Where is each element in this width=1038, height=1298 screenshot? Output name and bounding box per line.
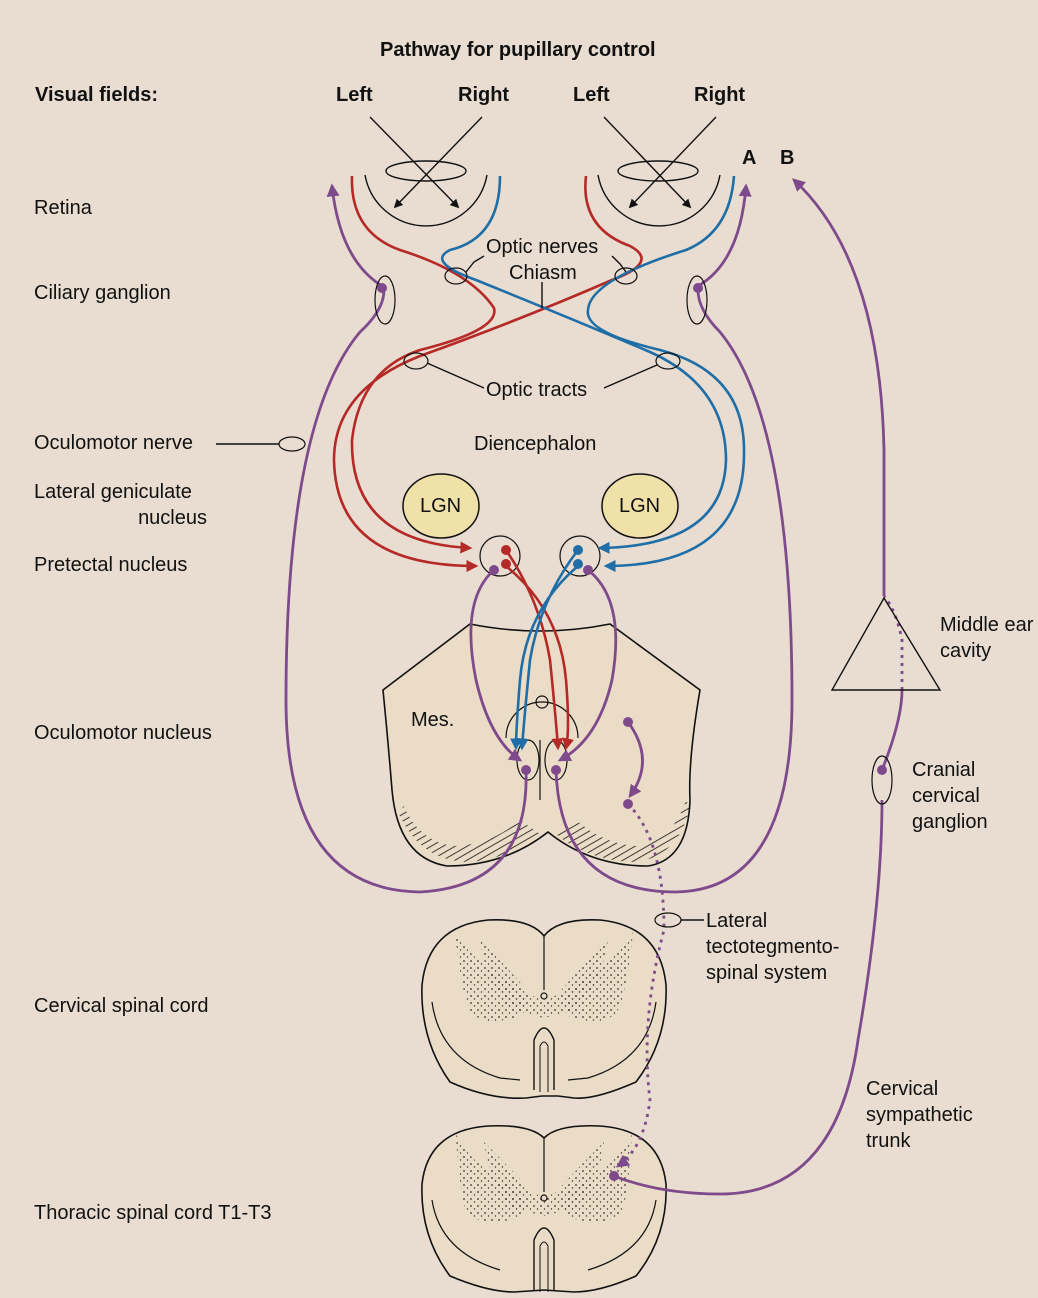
blue-neuron-dots	[573, 545, 583, 569]
label-lateral-line3: spinal system	[706, 962, 828, 984]
blue-optic-pathway	[440, 175, 746, 751]
red-neuron-dots	[501, 545, 511, 569]
label-lateral-geniculate-line2: nucleus	[138, 507, 207, 529]
label-middle-ear-line1: Middle ear	[940, 614, 1034, 636]
purple-efferent-pathway	[284, 178, 904, 1196]
eye-a-right-field-label: Right	[458, 84, 510, 106]
label-cranial-line2: cervical	[912, 785, 980, 807]
lgn-right-oval	[601, 473, 679, 539]
visual-fields-label: Visual fields:	[35, 84, 159, 106]
panel-label-b: B	[780, 147, 795, 169]
label-lateral-geniculate-line1: Lateral geniculate	[34, 481, 192, 503]
label-cranial-line3: ganglion	[912, 811, 988, 833]
red-optic-pathway	[332, 175, 643, 751]
leader-lines	[216, 255, 704, 921]
label-oculomotor-nerve: Oculomotor nerve	[34, 432, 193, 454]
label-optic-nerves: Optic nerves	[486, 236, 599, 258]
label-pretectal-nucleus: Pretectal nucleus	[34, 554, 188, 576]
label-cervical-spinal-cord: Cervical spinal cord	[34, 995, 209, 1017]
eye-b-left-field-label: Left	[573, 84, 610, 106]
label-oculomotor-nucleus: Oculomotor nucleus	[34, 722, 212, 744]
label-optic-tracts: Optic tracts	[486, 379, 588, 401]
label-lateral-line2: tectotegmento-	[706, 936, 840, 958]
label-sympathetic-line2: sympathetic	[866, 1104, 973, 1126]
eye-a-left-field-label: Left	[336, 84, 373, 106]
cervical-spinal-cord-section	[421, 919, 667, 1099]
panel-label-a: A	[742, 147, 757, 169]
label-lgn-right: LGN	[619, 495, 661, 517]
label-cranial-line1: Cranial	[912, 759, 976, 781]
label-middle-ear-line2: cavity	[940, 640, 992, 662]
label-thoracic-spinal-cord: Thoracic spinal cord T1-T3	[34, 1202, 272, 1224]
label-diencephalon: Diencephalon	[474, 433, 597, 455]
diagram-title: Pathway for pupillary control	[380, 39, 656, 61]
lgn-left-oval	[402, 473, 480, 539]
ganglion-outlines	[278, 267, 893, 928]
mesencephalon-section	[382, 623, 701, 867]
middle-ear-triangle	[830, 596, 942, 691]
visual-field-arrows-a	[364, 116, 488, 227]
label-sympathetic-line1: Cervical	[866, 1078, 939, 1100]
label-lgn-left: LGN	[420, 495, 462, 517]
label-sympathetic-line3: trunk	[866, 1130, 911, 1152]
label-chiasm: Chiasm	[509, 262, 577, 284]
thoracic-spinal-cord-section	[421, 1124, 667, 1293]
pretectal-left-outline	[479, 535, 521, 577]
purple-neuron-dots	[377, 283, 887, 1181]
pretectal-right-outline	[559, 535, 601, 577]
label-lateral-line1: Lateral	[706, 910, 768, 932]
label-ciliary-ganglion: Ciliary ganglion	[34, 282, 171, 304]
label-retina: Retina	[34, 197, 92, 219]
visual-field-arrows-b	[597, 116, 721, 227]
eye-b-right-field-label: Right	[694, 84, 746, 106]
label-mes: Mes.	[411, 709, 455, 731]
